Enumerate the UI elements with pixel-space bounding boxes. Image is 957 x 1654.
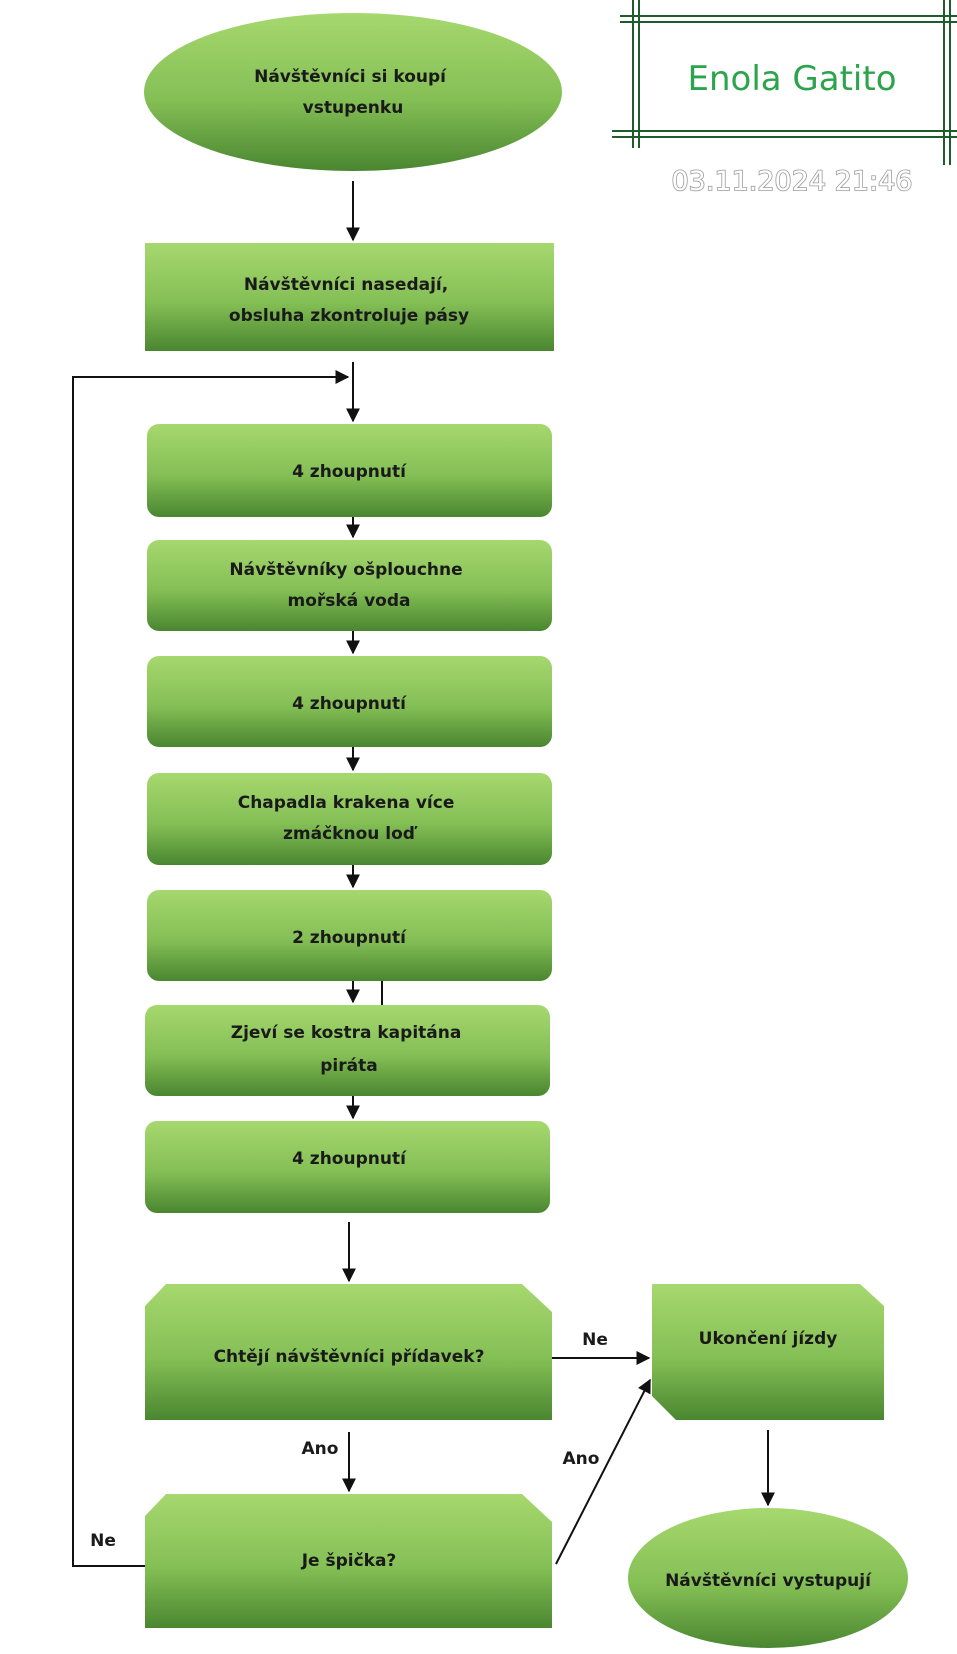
node-encore-label: Chtějí návštěvníci přídavek?: [214, 1347, 485, 1367]
node-splash-line1: Návštěvníky ošplouchne: [229, 560, 462, 580]
svg-text:Návštěvníky ošplouchne m: Návštěvníky ošplouchne mořská voda: [229, 560, 468, 611]
svg-text:Zjeví se kostra kapitána: Zjeví se kostra kapitána piráta: [231, 1023, 468, 1076]
node-end-ride: Ukončení jízdy: [652, 1284, 884, 1420]
node-skeleton-line2: piráta: [320, 1056, 377, 1076]
edge-label-peak-yes: Ano: [563, 1449, 600, 1469]
node-peak-decision: Je špička?: [145, 1494, 552, 1628]
node-end-ride-label: Ukončení jízdy: [699, 1329, 838, 1349]
edge-label-encore-no: Ne: [582, 1330, 608, 1350]
node-swing-4-label: 4 zhoupnutí: [292, 1149, 407, 1169]
edge-label-peak-no: Ne: [90, 1531, 116, 1551]
svg-text:Návštěvníci si koupí vst: Návštěvníci si koupí vstupenku: [254, 67, 452, 118]
node-board-line1: Návštěvníci nasedají,: [244, 275, 448, 295]
node-encore-decision: Chtějí návštěvníci přídavek?: [145, 1284, 552, 1420]
node-swing-3-label: 2 zhoupnutí: [292, 928, 407, 948]
node-kraken: Chapadla krakena více zmáčknou loď: [147, 773, 552, 865]
svg-text:Návštěvníci nasedají, ob: Návštěvníci nasedají, obsluha zkontroluj…: [229, 275, 469, 326]
edge-label-encore-yes: Ano: [302, 1439, 339, 1459]
node-swing-3: 2 zhoupnutí: [147, 890, 552, 981]
node-exit-label: Návštěvníci vystupují: [665, 1571, 872, 1591]
node-splash-line2: mořská voda: [288, 591, 411, 611]
node-peak-label: Je špička?: [301, 1551, 397, 1571]
node-swing-4: 4 zhoupnutí: [145, 1121, 550, 1213]
node-board-line2: obsluha zkontroluje pásy: [229, 306, 469, 326]
node-splash: Návštěvníky ošplouchne mořská voda: [147, 540, 552, 631]
node-skeleton-line1: Zjeví se kostra kapitána: [231, 1023, 462, 1043]
svg-text:Chapadla krakena více zm: Chapadla krakena více zmáčknou loď: [238, 793, 461, 844]
node-start-line2: vstupenku: [303, 98, 404, 118]
node-kraken-line2: zmáčknou loď: [283, 824, 418, 844]
node-start-line1: Návštěvníci si koupí: [254, 67, 447, 87]
stamp-frame: [612, 0, 957, 165]
node-start: Návštěvníci si koupí vstupenku: [144, 13, 562, 171]
node-swing-2: 4 zhoupnutí: [147, 656, 552, 747]
node-board: Návštěvníci nasedají, obsluha zkontroluj…: [145, 243, 554, 351]
stamp-name: Enola Gatito: [687, 59, 896, 99]
signature-stamp: Enola Gatito 03.11.2024 21:46: [612, 0, 957, 198]
edge-peak-yes-to-end-ride: [555, 1378, 651, 1565]
node-swing-1-label: 4 zhoupnutí: [292, 462, 407, 482]
node-skeleton: Zjeví se kostra kapitána piráta: [145, 1005, 550, 1096]
node-kraken-line1: Chapadla krakena více: [238, 793, 455, 813]
edge-peak-no-loop-back: [72, 370, 350, 1567]
node-swing-1: 4 zhoupnutí: [147, 424, 552, 517]
node-exit: Návštěvníci vystupují: [628, 1508, 908, 1648]
stamp-datetime: 03.11.2024 21:46: [672, 166, 913, 197]
node-swing-2-label: 4 zhoupnutí: [292, 694, 407, 714]
